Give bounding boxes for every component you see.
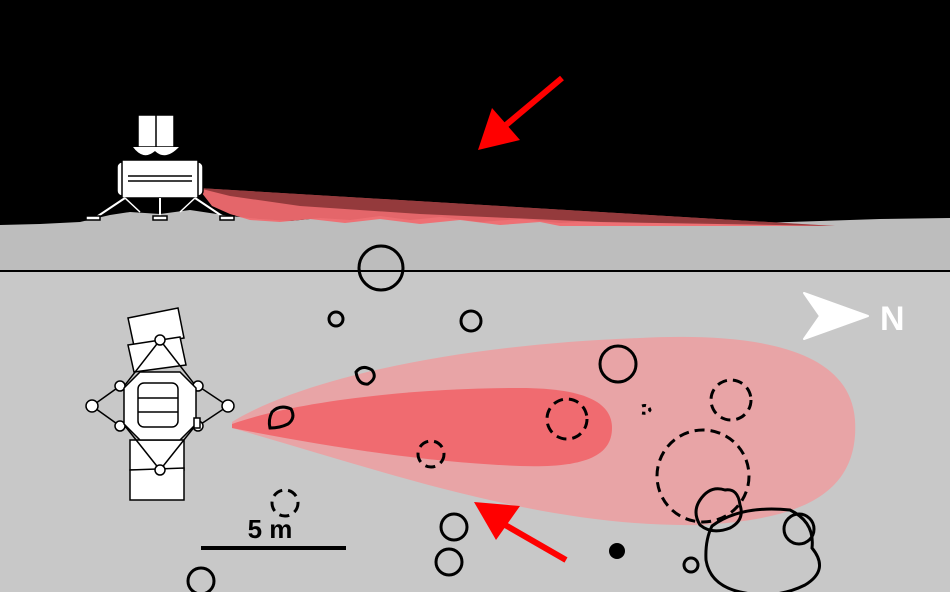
crater — [439, 512, 469, 542]
crater — [327, 310, 345, 328]
indicator-arrow-top — [478, 75, 564, 150]
lander-top — [85, 307, 235, 501]
crater-buried — [655, 428, 751, 524]
side-view — [0, 0, 950, 272]
plume-side-shadow — [198, 188, 835, 226]
scale-bar: 5 m — [201, 514, 346, 550]
map-view: 5 m N — [0, 244, 950, 592]
rock — [267, 405, 295, 430]
crater — [459, 309, 483, 333]
plume-inner — [232, 388, 612, 467]
crater — [186, 566, 216, 592]
crater — [682, 556, 700, 574]
crater — [434, 547, 464, 577]
crater-buried — [709, 378, 753, 422]
north-arrow-icon — [803, 292, 869, 340]
lander-side — [85, 114, 235, 221]
scale-bar-label: 5 m — [248, 514, 293, 544]
boulder-pit — [609, 543, 625, 559]
indicator-arrow-bottom — [474, 502, 568, 563]
crater-buried — [416, 439, 446, 469]
crater — [598, 344, 638, 384]
crater-buried — [641, 404, 652, 415]
rock — [354, 365, 376, 386]
craters-dashed — [270, 378, 753, 524]
crater — [357, 244, 405, 292]
north-arrow: N — [803, 292, 905, 340]
crater-buried — [270, 488, 300, 518]
north-arrow-label: N — [880, 300, 905, 338]
large-rock — [694, 487, 821, 592]
crater-buried — [545, 397, 589, 441]
craters-solid — [186, 244, 816, 592]
